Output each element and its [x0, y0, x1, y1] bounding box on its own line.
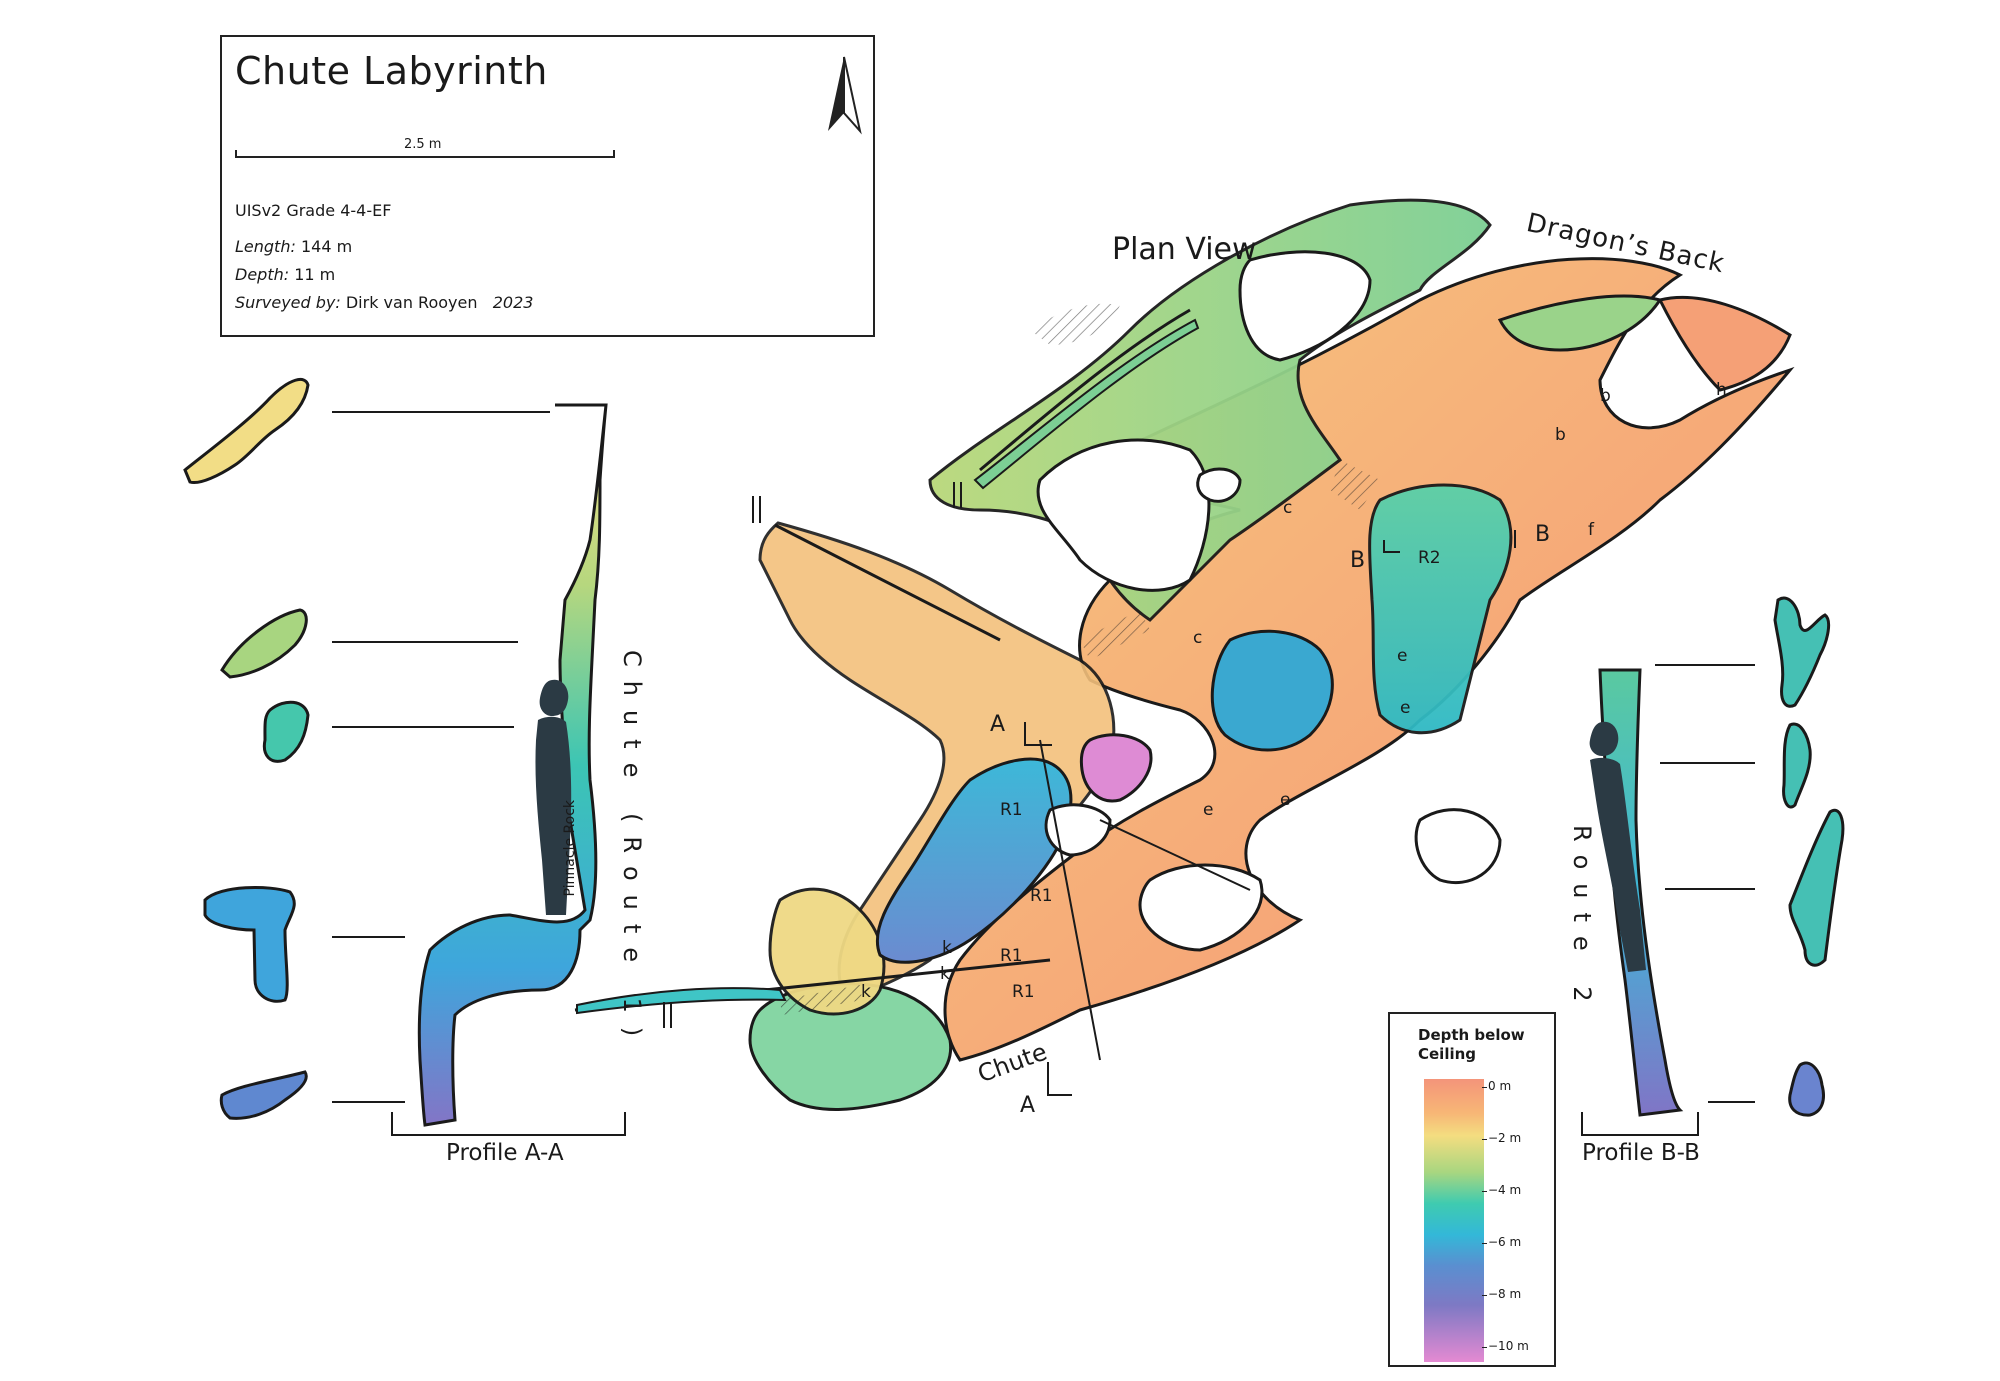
depth-line: Depth: 11 m — [235, 265, 335, 284]
surveyed-line: Surveyed by: Dirk van Rooyen 2023 — [235, 293, 533, 312]
deep-blue-passage — [875, 757, 1073, 964]
legend-tick: −10 m — [1482, 1339, 1529, 1353]
feature-letter: e — [1203, 800, 1214, 820]
human-silhouette-a — [535, 679, 572, 915]
feature-letter: e — [1280, 790, 1291, 810]
survey-grade: UISv2 Grade 4-4-EF — [235, 201, 392, 220]
feature-letter: e — [1400, 698, 1411, 718]
section-marker-b-right: B — [1535, 522, 1551, 547]
feature-letter: R1 — [1030, 886, 1053, 906]
feature-letter: k — [942, 938, 952, 958]
legend-title-line2: Ceiling — [1418, 1045, 1477, 1063]
legend-tick: 0 m — [1481, 1079, 1512, 1093]
route1-label: Chute (Route 1) — [618, 650, 646, 1051]
pinnacle-rock-label: Pinnacle Rock — [562, 800, 578, 897]
feature-letter: k — [940, 964, 950, 984]
survey-year: 2023 — [492, 293, 534, 312]
feature-letter: b — [1600, 386, 1611, 406]
north-arrow-icon — [828, 56, 862, 135]
length-line: Length: 144 m — [235, 237, 352, 256]
surveyor-name: Dirk van Rooyen — [345, 293, 478, 312]
route2-label: Route 2 — [1568, 825, 1596, 1016]
depth-legend: Depth below Ceiling 0 m −2 m −4 m −6 m −… — [1388, 1012, 1556, 1367]
central-deep-hole — [1210, 629, 1334, 752]
feature-letter: R2 — [1418, 548, 1441, 568]
feature-letter: R1 — [1012, 982, 1035, 1002]
surveyed-label: Surveyed by: — [235, 293, 341, 312]
profile-a-label: Profile A-A — [446, 1140, 564, 1166]
legend-tick: −2 m — [1481, 1131, 1522, 1145]
feature-letter: c — [1193, 628, 1203, 648]
feature-letter: k — [861, 982, 871, 1002]
feature-letter: h — [1716, 380, 1727, 400]
depth-color-ramp — [1424, 1079, 1484, 1362]
feature-letter: R1 — [1000, 946, 1023, 966]
scale-bar — [235, 150, 615, 158]
length-value: 144 m — [300, 237, 353, 256]
map-title: Chute Labyrinth — [235, 49, 548, 93]
right-teal-passage — [1368, 483, 1513, 735]
profile-b-label: Profile B-B — [1582, 1140, 1700, 1166]
human-silhouette-b — [1589, 721, 1646, 972]
legend-tick: −8 m — [1481, 1287, 1522, 1301]
legend-title-line1: Depth below — [1418, 1026, 1525, 1044]
section-marker-a-top: A — [990, 712, 1006, 737]
feature-letter: f — [1588, 520, 1594, 540]
legend-tick: −6 m — [1481, 1235, 1522, 1249]
section-marker-a-bottom: A — [1020, 1093, 1036, 1118]
deep-pink-pocket — [1079, 733, 1153, 803]
title-block: Chute Labyrinth 2.5 m UISv2 Grade 4-4-EF… — [220, 35, 875, 337]
profile-a-section — [417, 403, 608, 1127]
lower-left-warm-lobe — [768, 887, 886, 1016]
depth-value: 11 m — [294, 265, 336, 284]
scale-bar-label: 2.5 m — [404, 137, 442, 152]
feature-letter: c — [1283, 498, 1293, 518]
section-marker-b-left: B — [1350, 548, 1366, 573]
feature-letter: R1 — [1000, 800, 1023, 820]
plan-view-label: Plan View — [1112, 232, 1257, 267]
legend-title: Depth below Ceiling — [1418, 1026, 1525, 1064]
feature-letter: e — [1397, 646, 1408, 666]
legend-tick: −4 m — [1481, 1183, 1522, 1197]
length-label: Length: — [235, 237, 296, 256]
feature-letter: b — [1555, 425, 1566, 445]
depth-label: Depth: — [235, 265, 290, 284]
